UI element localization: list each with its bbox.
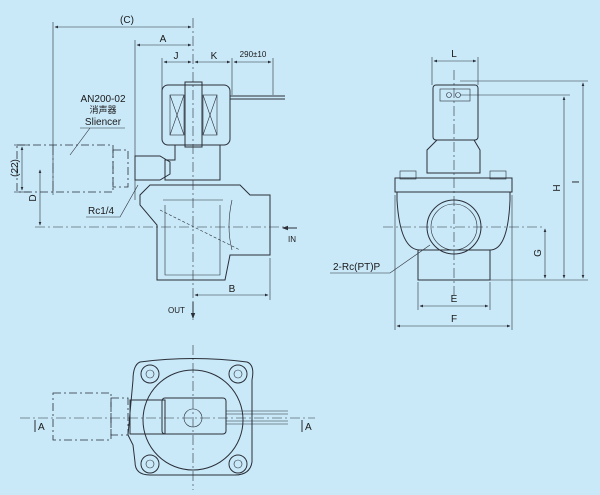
side-view: (C) A J K 290±10 (22) D AN200-02 消声器 Sli… bbox=[10, 15, 297, 320]
dim-l-label: L bbox=[451, 49, 457, 60]
cable bbox=[230, 95, 285, 100]
silencer-outline bbox=[16, 144, 114, 193]
dim-g-label: G bbox=[533, 249, 544, 257]
dim-d-label: D bbox=[28, 194, 39, 201]
inlet-label: IN bbox=[288, 235, 296, 244]
dim-f-label: F bbox=[451, 314, 457, 325]
dim-j-label: J bbox=[174, 51, 179, 62]
front-view: L H I G E F 2-Rc(PT)P bbox=[330, 49, 588, 330]
valve-body bbox=[139, 184, 271, 281]
dim-k-label: K bbox=[211, 51, 218, 62]
top-view: A A bbox=[20, 345, 315, 490]
dim-e-label: E bbox=[451, 294, 458, 305]
leads-top bbox=[226, 410, 288, 425]
fitting bbox=[134, 155, 171, 181]
port-rc14-label: Rc1/4 bbox=[88, 206, 115, 217]
bolt-group bbox=[140, 364, 248, 474]
outlet-label: OUT bbox=[168, 306, 185, 315]
section-right-label: A bbox=[305, 422, 312, 433]
dim-cable-label: 290±10 bbox=[240, 50, 267, 59]
dim-c-label: (C) bbox=[120, 15, 134, 26]
silencer-model: AN200-02 bbox=[80, 94, 125, 105]
dim-i-label: I bbox=[571, 181, 582, 184]
section-left-label: A bbox=[38, 422, 45, 433]
coil-top bbox=[161, 397, 227, 435]
solenoid-coil bbox=[161, 84, 231, 146]
port-label: 2-Rc(PT)P bbox=[333, 262, 381, 273]
dim-a-label: A bbox=[160, 34, 167, 45]
port-circle bbox=[426, 199, 482, 255]
silencer-en: Sliencer bbox=[85, 117, 122, 128]
silencer-outline-top bbox=[52, 392, 112, 441]
dim-h-label: H bbox=[552, 184, 563, 191]
silencer-cn: 消声器 bbox=[89, 104, 116, 115]
valve-flange bbox=[127, 358, 254, 476]
dim-22-label: (22) bbox=[10, 159, 21, 177]
dim-b-label: B bbox=[229, 284, 236, 295]
